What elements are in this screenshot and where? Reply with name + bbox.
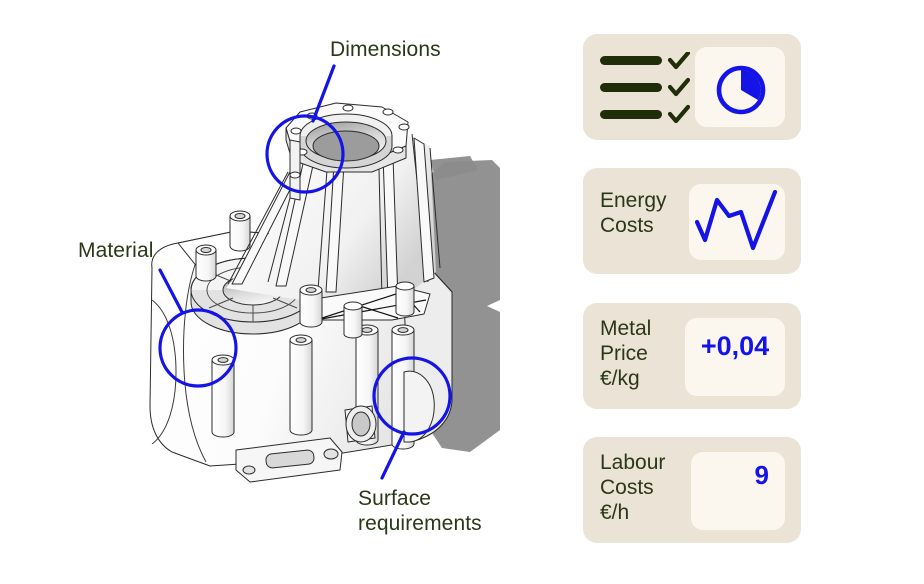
- card-labour-costs[interactable]: Labour Costs €/h 9: [583, 437, 801, 543]
- cad-model-gearbox-housing[interactable]: [0, 0, 575, 584]
- annotation-label-dimensions: Dimensions: [330, 38, 441, 61]
- stub-pipe: [344, 405, 377, 443]
- annotation-circle-dimensions: [265, 114, 345, 194]
- top-flange: [285, 102, 410, 201]
- cad-viewer[interactable]: Dimensions Material Surface requirements: [0, 0, 575, 584]
- card-label-metal-price: Metal Price €/kg: [600, 317, 652, 390]
- model-body: [149, 102, 453, 483]
- checklist-icon: [600, 52, 690, 124]
- boss-small-left: [195, 244, 217, 282]
- strut-bracket: [299, 281, 431, 339]
- boss-small-upper: [229, 210, 251, 252]
- pie-chart-icon: [716, 65, 766, 115]
- card-label-energy-costs: Energy Costs: [600, 189, 667, 237]
- metrics-card-column: Energy Costs Metal Price €/kg +0,04 Labo…: [583, 0, 803, 584]
- annotation-label-material: Material: [78, 239, 154, 262]
- annotation-leader-dimensions: [311, 64, 336, 123]
- card-metal-price[interactable]: Metal Price €/kg +0,04: [583, 303, 801, 409]
- metal-price-value: +0,04: [700, 331, 770, 361]
- mounting-foot: [235, 437, 343, 483]
- boss-front-2: [289, 334, 313, 436]
- labour-costs-panel: [691, 452, 785, 530]
- annotation-leader-material: [158, 268, 184, 314]
- card-energy-costs[interactable]: Energy Costs: [583, 168, 801, 274]
- line-chart-icon: [695, 190, 778, 251]
- annotation-circle-material: [158, 308, 238, 388]
- annotation-circle-surface: [372, 356, 452, 436]
- annotation-label-surface: Surface requirements: [358, 487, 482, 535]
- labour-costs-value: 9: [754, 460, 769, 490]
- card-checklist[interactable]: [583, 34, 801, 140]
- metal-price-panel: [685, 318, 785, 396]
- annotation-leader-surface: [380, 430, 406, 480]
- annotation-overlays[interactable]: [158, 64, 452, 480]
- card-label-labour-costs: Labour Costs €/h: [600, 451, 666, 524]
- line-chart-panel: [689, 184, 785, 260]
